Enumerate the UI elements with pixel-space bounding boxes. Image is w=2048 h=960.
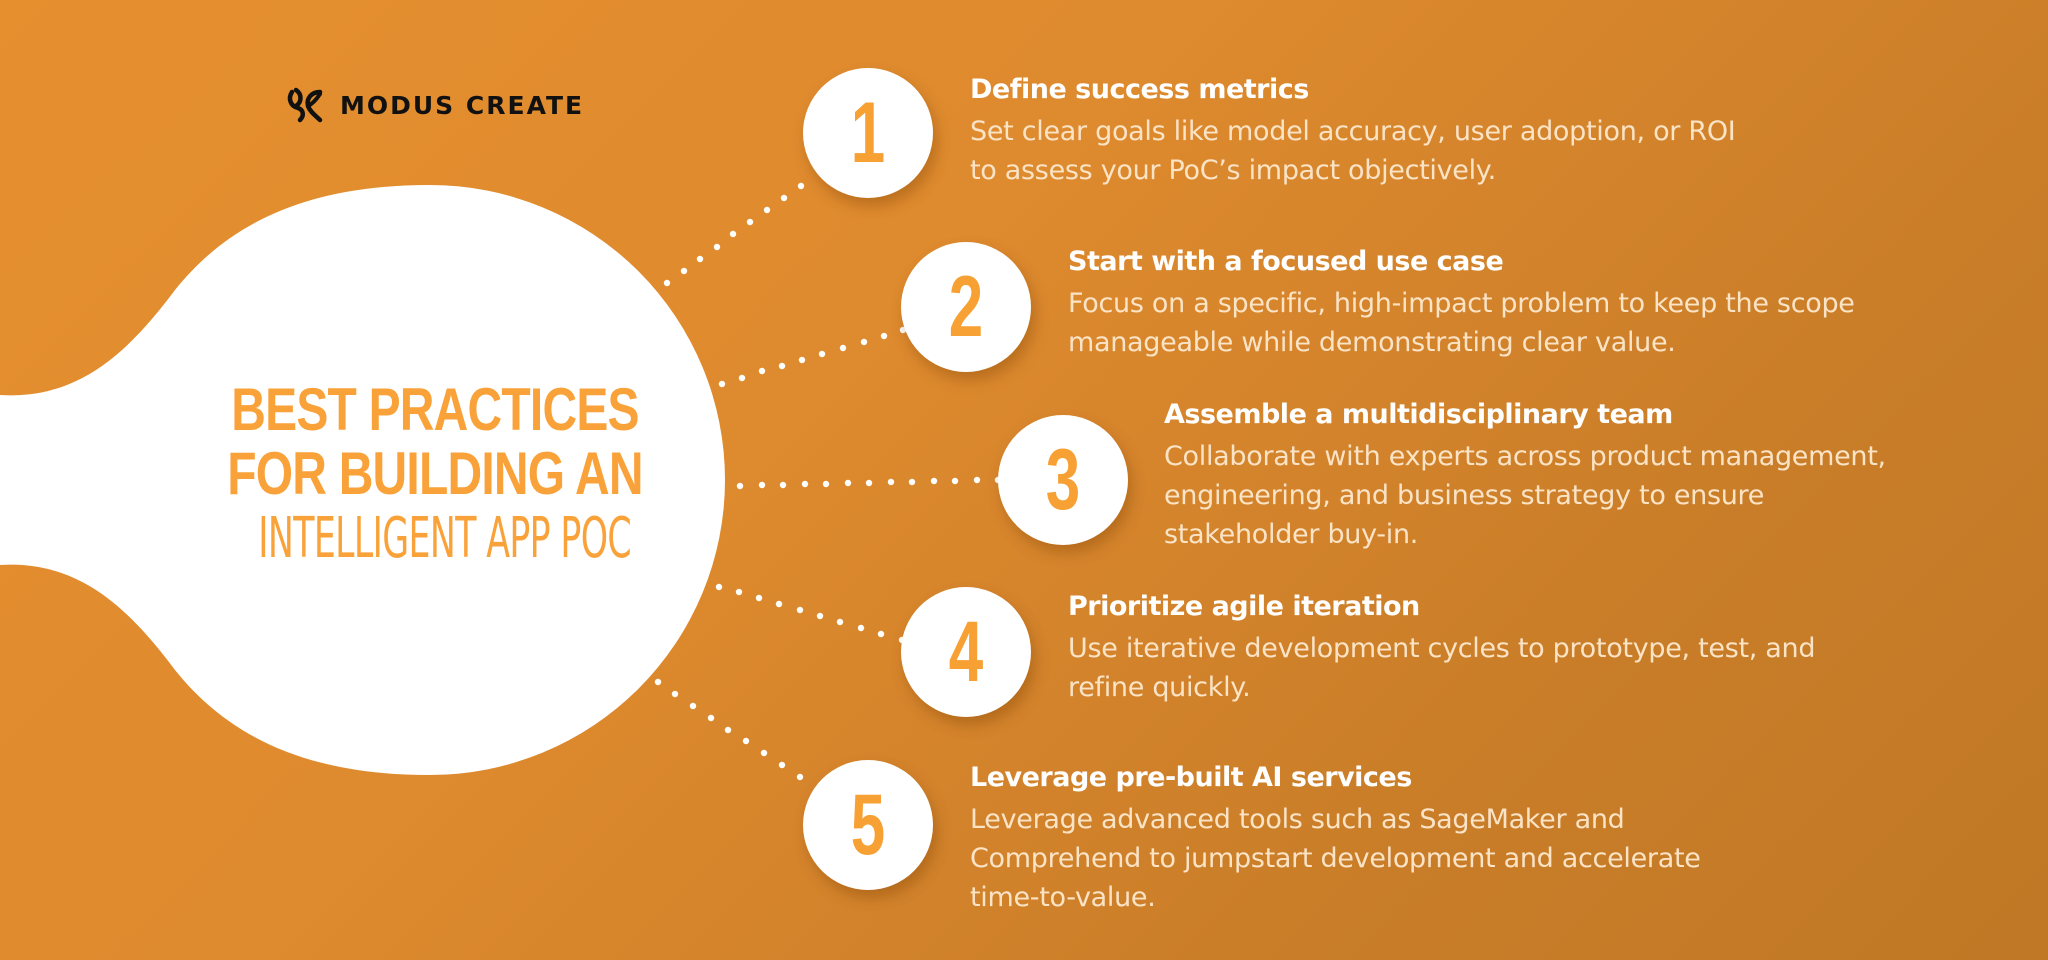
- connector-4: [715, 583, 906, 644]
- connector-2: [718, 326, 907, 388]
- practice-body-3: Collaborate with experts across product …: [1164, 441, 1886, 550]
- step-number-3: 3: [1045, 432, 1081, 528]
- step-number-4: 4: [948, 604, 984, 700]
- step-badge-4: 4: [901, 587, 1031, 717]
- title-line-3: INTELLIGENT APP POC: [258, 506, 632, 571]
- connector-3: [736, 476, 1002, 490]
- step-number-2: 2: [948, 259, 984, 355]
- practice-item-5: Leverage pre-built AI services Leverage …: [970, 760, 1710, 917]
- step-number-1: 1: [850, 85, 886, 181]
- dotted-connectors: [654, 182, 1002, 781]
- modus-create-leaf-logo-icon: [287, 87, 323, 123]
- practice-body-5: Leverage advanced tools such as SageMake…: [970, 804, 1701, 913]
- page-title: BEST PRACTICES FOR BUILDING AN INTELLIGE…: [150, 378, 720, 572]
- practice-heading-1: Define success metrics: [970, 74, 1309, 105]
- practice-item-1: Define success metrics Set clear goals l…: [970, 72, 1750, 190]
- step-number-5: 5: [850, 777, 886, 873]
- title-line-2: FOR BUILDING AN: [227, 440, 643, 507]
- connector-5: [654, 678, 804, 781]
- practice-body-2: Focus on a specific, high-impact problem…: [1068, 288, 1855, 358]
- practice-heading-3: Assemble a multidisciplinary team: [1164, 399, 1673, 430]
- step-badge-2: 2: [901, 242, 1031, 372]
- title-line-1: BEST PRACTICES: [231, 376, 639, 443]
- practice-heading-5: Leverage pre-built AI services: [970, 762, 1412, 793]
- brand-name: MODUS CREATE: [340, 90, 585, 120]
- practice-body-4: Use iterative development cycles to prot…: [1068, 633, 1816, 703]
- practice-item-3: Assemble a multidisciplinary team Collab…: [1164, 397, 1904, 554]
- step-badge-5: 5: [803, 760, 933, 890]
- step-badge-1: 1: [803, 68, 933, 198]
- step-badge-3: 3: [998, 415, 1128, 545]
- practice-heading-2: Start with a focused use case: [1068, 246, 1504, 277]
- connector-1: [663, 182, 805, 287]
- brand-logo: MODUS CREATE: [286, 86, 584, 124]
- practice-heading-4: Prioritize agile iteration: [1068, 591, 1420, 622]
- white-keyhole-blob: [0, 185, 725, 775]
- practice-body-1: Set clear goals like model accuracy, use…: [970, 116, 1736, 186]
- practice-item-2: Start with a focused use case Focus on a…: [1068, 244, 1868, 362]
- practice-item-4: Prioritize agile iteration Use iterative…: [1068, 589, 1848, 707]
